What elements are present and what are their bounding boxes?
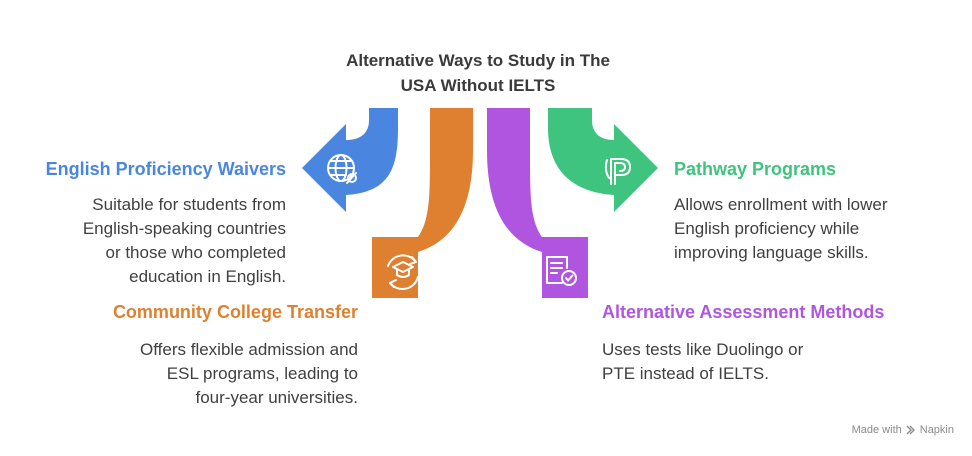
napkin-brand: Napkin [919,424,954,436]
desc-line: education in English. [129,267,286,286]
desc-line: improving language skills. [674,243,869,262]
desc-pathway-programs: Allows enrollment with lower English pro… [674,193,888,265]
desc-line: Offers flexible admission and [140,340,358,359]
desc-community-college-transfer: Offers flexible admission and ESL progra… [140,338,358,410]
desc-line: or those who completed [105,243,287,262]
desc-line: Suitable for students from [92,195,286,214]
made-with-label: Made with [851,424,902,436]
heading-alternative-assessment-methods: Alternative Assessment Methods [602,302,885,322]
desc-line: Allows enrollment with lower [674,195,888,214]
purple-arrow [487,108,588,298]
desc-line: four-year universities. [195,388,358,407]
desc-line: English proficiency while [674,219,860,238]
title-line-1: Alternative Ways to Study in The [346,51,610,70]
desc-alternative-assessment-methods: Uses tests like Duolingo or PTE instead … [602,338,803,386]
green-arrow [548,108,658,212]
desc-line: PTE instead of IELTS. [602,364,769,383]
document-check-icon [546,256,577,286]
desc-line: Uses tests like Duolingo or [602,340,804,359]
desc-line: ESL programs, leading to [166,364,358,383]
globe-icon [327,154,357,184]
napkin-credit[interactable]: Made with Napkin [852,424,954,436]
heading-community-college-transfer: Community College Transfer [112,302,358,322]
desc-line: English-speaking countries [82,219,286,238]
p-letter-icon [604,158,631,185]
title-line-2: USA Without IELTS [400,76,556,95]
napkin-logo-icon [906,425,915,435]
heading-pathway-programs: Pathway Programs [674,159,837,179]
graduation-cap-icon [387,254,419,290]
heading-english-proficiency-waivers: English Proficiency Waivers [45,159,286,179]
orange-arrow [372,108,473,298]
diagram-title: Alternative Ways to Study in The USA Wit… [296,48,660,98]
desc-english-proficiency-waivers: Suitable for students from English-speak… [83,193,286,289]
